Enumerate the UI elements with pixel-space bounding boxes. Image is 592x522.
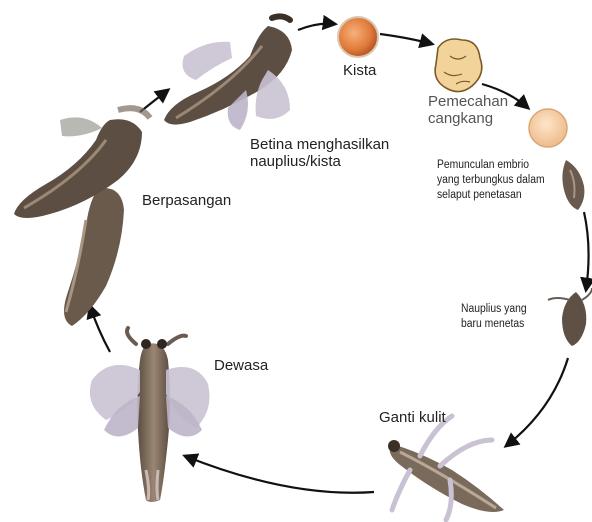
label-nauplius-baru-menetas: Nauplius yang baru menetas — [461, 302, 527, 332]
label-line: Nauplius yang — [461, 302, 527, 317]
label-line: Pemecahan — [428, 93, 508, 110]
label-line: Dewasa — [214, 357, 268, 374]
label-betina-menghasilkan: Betina menghasilkan nauplius/kista — [250, 136, 389, 170]
label-ganti-kulit: Ganti kulit — [379, 409, 446, 426]
label-line: selaput penetasan — [437, 188, 545, 203]
broken-shell-image — [435, 39, 482, 92]
emerging-embryo-image — [562, 160, 584, 210]
label-line: baru menetas — [461, 317, 527, 332]
label-line: Betina menghasilkan — [250, 136, 389, 153]
nauplius-image — [548, 288, 592, 346]
embryo-image — [529, 109, 567, 147]
label-line: cangkang — [428, 110, 508, 127]
arrow-betina-to-kista — [298, 24, 335, 30]
arrow-dewasa-to-berpasangan — [90, 306, 110, 352]
mating-pair-image — [14, 108, 150, 326]
label-line: Berpasangan — [142, 192, 231, 209]
adult-image — [90, 328, 210, 502]
arrow-nauplius-to-gantikulit — [506, 358, 568, 446]
label-line: nauplius/kista — [250, 153, 389, 170]
label-pemunculan-embrio: Pemunculan embrio yang terbungkus dalam … — [437, 158, 545, 203]
label-kista: Kista — [343, 62, 376, 79]
label-line: Kista — [343, 62, 376, 79]
label-line: Pemunculan embrio — [437, 158, 545, 173]
female-image — [164, 16, 292, 130]
cyst-image — [338, 17, 378, 57]
molting-image — [388, 416, 504, 520]
arrow-embrio-to-nauplius — [584, 212, 589, 290]
arrow-kista-to-pemecahan — [380, 34, 432, 44]
label-line: yang terbungkus dalam — [437, 173, 545, 188]
label-berpasangan: Berpasangan — [142, 192, 231, 209]
label-line: Ganti kulit — [379, 409, 446, 426]
arrow-gantikulit-to-dewasa — [185, 456, 374, 493]
label-pemecahan-cangkang: Pemecahan cangkang — [428, 93, 508, 127]
label-dewasa: Dewasa — [214, 357, 268, 374]
